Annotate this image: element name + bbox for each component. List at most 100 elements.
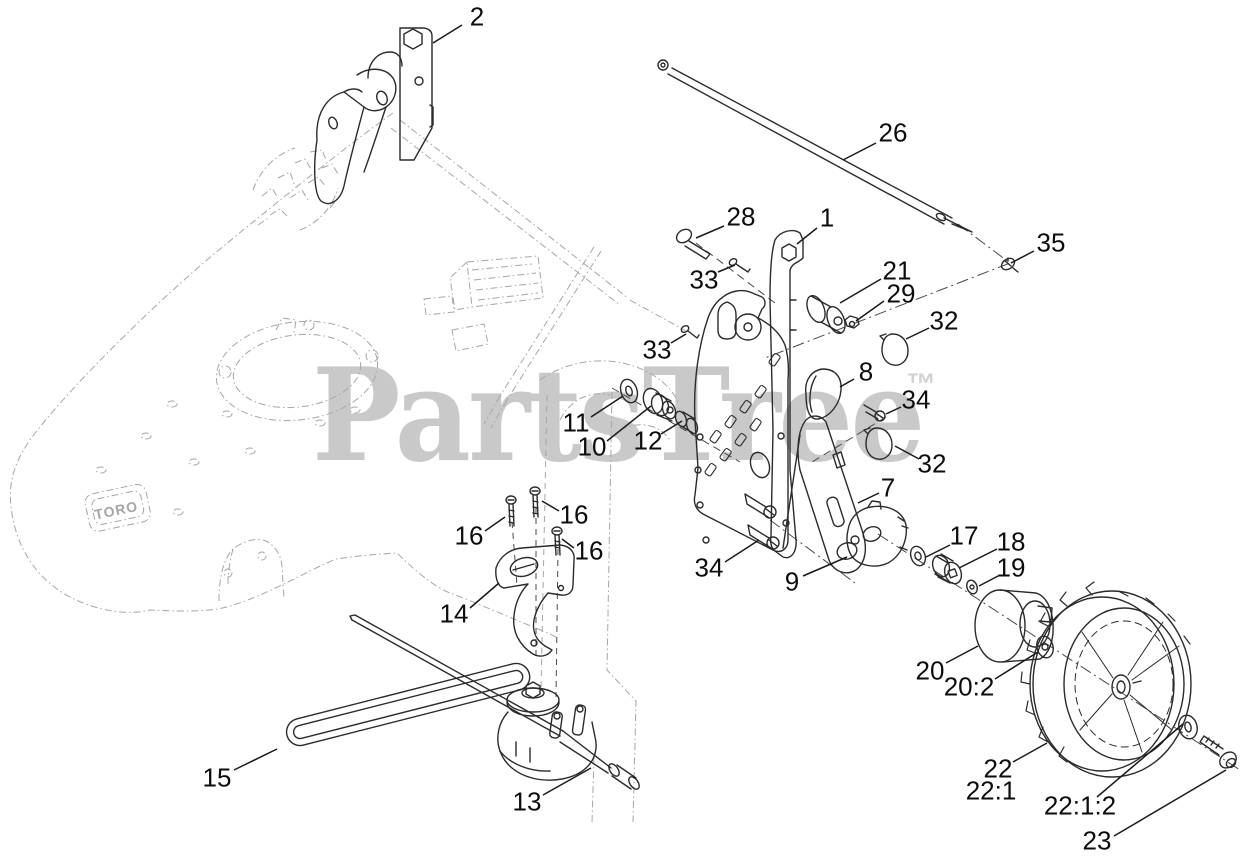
part-label-15[interactable]: 15 <box>202 762 232 793</box>
screw-part-35 <box>1000 257 1019 273</box>
partstree-watermark: PartsTree <box>312 341 925 491</box>
leader-line-12 <box>660 420 683 435</box>
leader-line-23 <box>1113 769 1227 837</box>
leader-line-34a <box>885 406 902 415</box>
part-label-20[interactable]: 20 <box>915 655 945 686</box>
part-label-23[interactable]: 23 <box>1082 825 1112 856</box>
leader-line-2 <box>432 24 463 44</box>
leader-line-11 <box>590 395 624 418</box>
part-label-33a[interactable]: 33 <box>689 264 719 295</box>
leader-line-14 <box>469 582 500 609</box>
leader-line-33a <box>717 264 736 273</box>
part-label-7[interactable]: 7 <box>880 472 896 503</box>
bolt-part-28 <box>675 228 711 260</box>
leader-line-9 <box>802 556 848 577</box>
leader-line-32a <box>905 327 930 340</box>
part-label-33b[interactable]: 33 <box>642 334 672 365</box>
part-label-8[interactable]: 8 <box>858 356 874 387</box>
screws-part-16 <box>505 486 563 556</box>
leader-line-16c <box>561 538 575 549</box>
leader-line-21 <box>839 278 882 304</box>
leader-line-15 <box>233 748 278 771</box>
parts-line-art <box>285 27 1237 790</box>
part-label-32b[interactable]: 32 <box>917 448 947 479</box>
arm-part-7 <box>782 415 867 574</box>
leader-line-32b <box>894 445 920 460</box>
leader-line-20:2 <box>994 651 1039 680</box>
part-label-2[interactable]: 2 <box>469 1 485 32</box>
leader-line-16a <box>484 516 506 532</box>
trademark-symbol: ™ <box>906 368 936 401</box>
screw-part-33a <box>728 257 751 273</box>
leader-line-28 <box>695 225 725 239</box>
part-label-16a[interactable]: 16 <box>454 520 484 551</box>
leader-line-29 <box>855 300 885 322</box>
leader-line-10 <box>606 405 652 442</box>
nut-part-29 <box>844 315 860 329</box>
part-label-19[interactable]: 19 <box>996 552 1026 583</box>
leader-line-1 <box>796 227 818 245</box>
leader-line-19 <box>978 574 1001 587</box>
leader-line-22 <box>1012 742 1048 763</box>
bracket-part-2 <box>314 27 434 205</box>
cap-part-32a <box>879 333 909 366</box>
part-label-26[interactable]: 26 <box>878 117 908 148</box>
leader-line-16b <box>541 500 560 512</box>
part-label-11[interactable]: 11 <box>562 407 590 438</box>
cable-part-26 <box>657 59 973 233</box>
wheel-part-22 <box>1020 581 1192 778</box>
roller-part-21 <box>806 294 846 335</box>
washer-part-22-1-2 <box>1178 714 1198 740</box>
part-label-9[interactable]: 9 <box>784 566 800 597</box>
bracket-part-14 <box>495 544 575 657</box>
part-label-34b[interactable]: 34 <box>694 552 724 583</box>
leader-line-22:1:2 <box>1096 723 1184 798</box>
part-label-13[interactable]: 13 <box>512 786 542 817</box>
plate-part-1 <box>769 229 804 559</box>
part-label-22:1:2[interactable]: 22:1:2 <box>1043 790 1117 821</box>
bushing-part-12 <box>674 410 699 435</box>
leader-line-8 <box>839 378 855 388</box>
washer-part-11 <box>619 378 639 404</box>
cam-part-9 <box>846 500 909 567</box>
part-label-22[interactable]: 22 <box>983 753 1013 784</box>
part-label-18[interactable]: 18 <box>996 526 1026 557</box>
pinion-part-18 <box>931 553 963 585</box>
leader-line-20 <box>945 645 979 664</box>
leader-lines <box>233 24 1227 837</box>
leader-line-13 <box>542 767 592 796</box>
screw-part-34a <box>863 404 886 422</box>
leader-line-34b <box>724 539 760 563</box>
part-label-28[interactable]: 28 <box>726 201 756 232</box>
part-label-1[interactable]: 1 <box>819 202 835 233</box>
drum-part-20 <box>974 589 1054 663</box>
part-label-22:1[interactable]: 22:1 <box>965 775 1017 806</box>
part-label-21[interactable]: 21 <box>882 255 912 286</box>
lever-part-8 <box>805 368 842 420</box>
part-label-12[interactable]: 12 <box>633 425 663 456</box>
transmission <box>497 681 597 781</box>
part-label-14[interactable]: 14 <box>439 598 469 629</box>
leader-line-35 <box>1010 250 1035 264</box>
washer-part-17 <box>909 545 927 567</box>
toro-logo: TORO <box>93 498 140 523</box>
part-label-20:2[interactable]: 20:2 <box>943 671 995 702</box>
washer-part-19 <box>966 579 978 595</box>
part-label-34a[interactable]: 34 <box>901 384 931 415</box>
shaft-part-13 <box>349 614 640 790</box>
part-label-17[interactable]: 17 <box>949 520 979 551</box>
leader-line-33b <box>670 333 687 344</box>
leader-line-26 <box>842 142 877 161</box>
bolt-part-23 <box>1199 735 1237 769</box>
part-label-32a[interactable]: 32 <box>929 305 959 336</box>
bolts-part-34b <box>744 493 780 550</box>
part-label-29[interactable]: 29 <box>886 278 916 309</box>
part-label-16b[interactable]: 16 <box>559 499 589 530</box>
part-label-10[interactable]: 10 <box>577 431 607 462</box>
screw-part-33b <box>680 324 700 339</box>
part-label-16c[interactable]: 16 <box>574 535 604 566</box>
part-label-35[interactable]: 35 <box>1036 227 1066 258</box>
